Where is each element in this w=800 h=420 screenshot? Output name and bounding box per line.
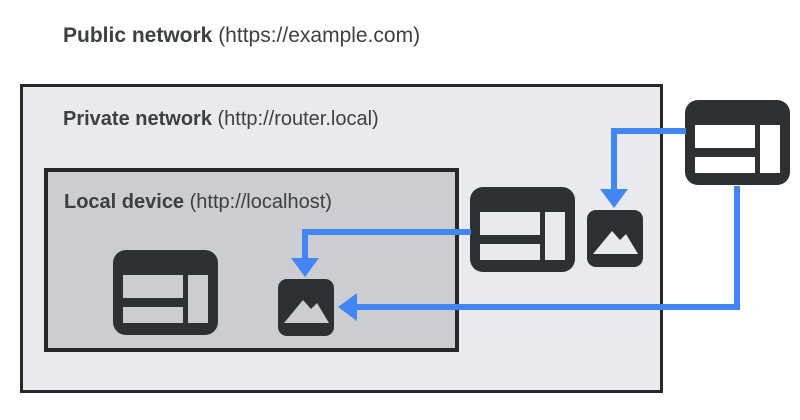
- browser-window-icon: [685, 100, 790, 185]
- image-mountain-icon: [278, 279, 334, 336]
- image-mountain-icon: [587, 210, 643, 267]
- private-network-label-bold: Private network: [63, 108, 212, 130]
- public-network-label-bold: Public network: [63, 24, 213, 47]
- private-network-label: Private network (http://router.local): [63, 107, 379, 131]
- public-network-label-url: (https://example.com): [212, 24, 421, 47]
- local-device-label-bold: Local device: [64, 191, 185, 213]
- private-network-label-url: (http://router.local): [211, 108, 379, 130]
- local-device-box: Local device (http://localhost): [44, 168, 459, 352]
- browser-window-icon: [113, 250, 218, 335]
- browser-window-icon: [470, 187, 575, 272]
- private-network-box: Private network (http://router.local) Lo…: [20, 84, 663, 393]
- public-network-label: Public network (https://example.com): [63, 24, 420, 48]
- local-device-label: Local device (http://localhost): [64, 190, 332, 214]
- local-device-label-url: (http://localhost): [184, 191, 332, 213]
